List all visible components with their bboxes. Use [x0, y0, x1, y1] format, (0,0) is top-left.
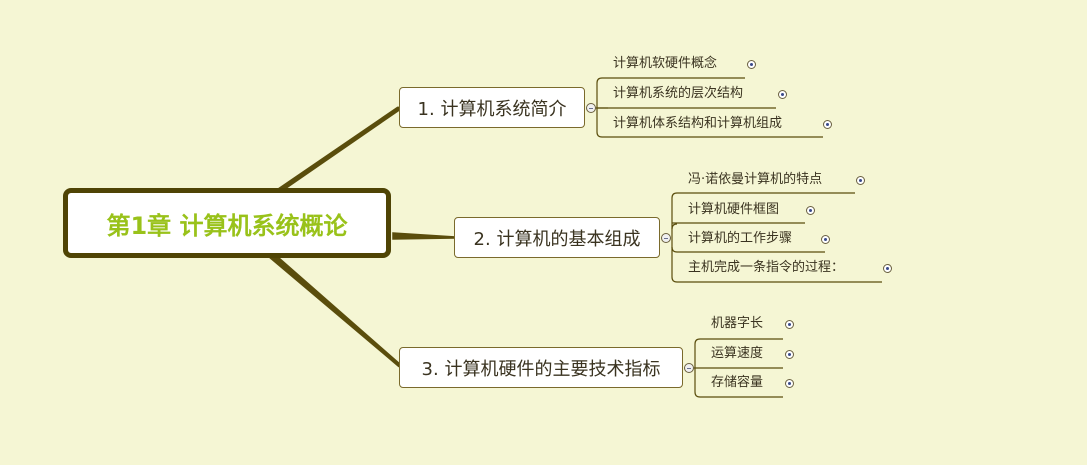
expand-plus-icon[interactable]	[806, 206, 815, 215]
expand-plus-icon[interactable]	[785, 350, 794, 359]
topic-label: 3. 计算机硬件的主要技术指标	[421, 358, 661, 380]
central-topic-label: 第1章 计算机系统概论	[106, 211, 348, 240]
subtopic-label: 主机完成一条指令的过程：	[688, 260, 845, 275]
expand-plus-icon[interactable]	[821, 235, 830, 244]
expand-plus-icon[interactable]	[856, 176, 865, 185]
topic-hardware-metrics[interactable]: 3. 计算机硬件的主要技术指标	[399, 347, 683, 388]
topic-label: 1. 计算机系统简介	[417, 98, 567, 120]
expand-plus-icon[interactable]	[785, 379, 794, 388]
subtopic-instruction-process[interactable]: 主机完成一条指令的过程：	[688, 260, 844, 276]
subtopic-software-hardware-concept[interactable]: 计算机软硬件概念	[613, 56, 717, 72]
collapse-icon[interactable]	[586, 103, 596, 113]
subtopic-work-steps[interactable]: 计算机的工作步骤	[688, 231, 792, 247]
subtopic-label: 计算机的工作步骤	[688, 231, 793, 246]
subtopic-storage-capacity[interactable]: 存储容量	[711, 375, 763, 391]
subtopic-label: 运算速度	[711, 346, 764, 361]
subtopic-label: 计算机系统的层次结构	[613, 86, 744, 101]
subtopic-word-length[interactable]: 机器字长	[711, 316, 763, 332]
topic-basic-composition[interactable]: 2. 计算机的基本组成	[454, 217, 660, 258]
subtopic-label: 计算机体系结构和计算机组成	[613, 116, 783, 131]
subtopic-hardware-block-diagram[interactable]: 计算机硬件框图	[688, 202, 779, 218]
subtopic-speed[interactable]: 运算速度	[711, 346, 763, 362]
subtopic-label: 机器字长	[711, 316, 764, 331]
collapse-icon[interactable]	[684, 363, 694, 373]
subtopic-von-neumann[interactable]: 冯·诺依曼计算机的特点	[688, 172, 822, 188]
expand-plus-icon[interactable]	[883, 264, 892, 273]
expand-plus-icon[interactable]	[785, 320, 794, 329]
central-topic[interactable]: 第1章 计算机系统概论	[63, 188, 391, 258]
subtopic-label: 计算机软硬件概念	[613, 56, 718, 71]
topic-label: 2. 计算机的基本组成	[473, 228, 641, 250]
collapse-icon[interactable]	[661, 233, 671, 243]
subtopic-label: 存储容量	[711, 375, 764, 390]
expand-plus-icon[interactable]	[778, 90, 787, 99]
topic-system-intro[interactable]: 1. 计算机系统简介	[399, 87, 585, 128]
expand-plus-icon[interactable]	[747, 60, 756, 69]
subtopic-label: 计算机硬件框图	[688, 202, 780, 217]
expand-plus-icon[interactable]	[823, 120, 832, 129]
subtopic-architecture-organization[interactable]: 计算机体系结构和计算机组成	[613, 116, 782, 132]
subtopic-label: 冯·诺依曼计算机的特点	[688, 172, 823, 187]
subtopic-hierarchy[interactable]: 计算机系统的层次结构	[613, 86, 743, 102]
